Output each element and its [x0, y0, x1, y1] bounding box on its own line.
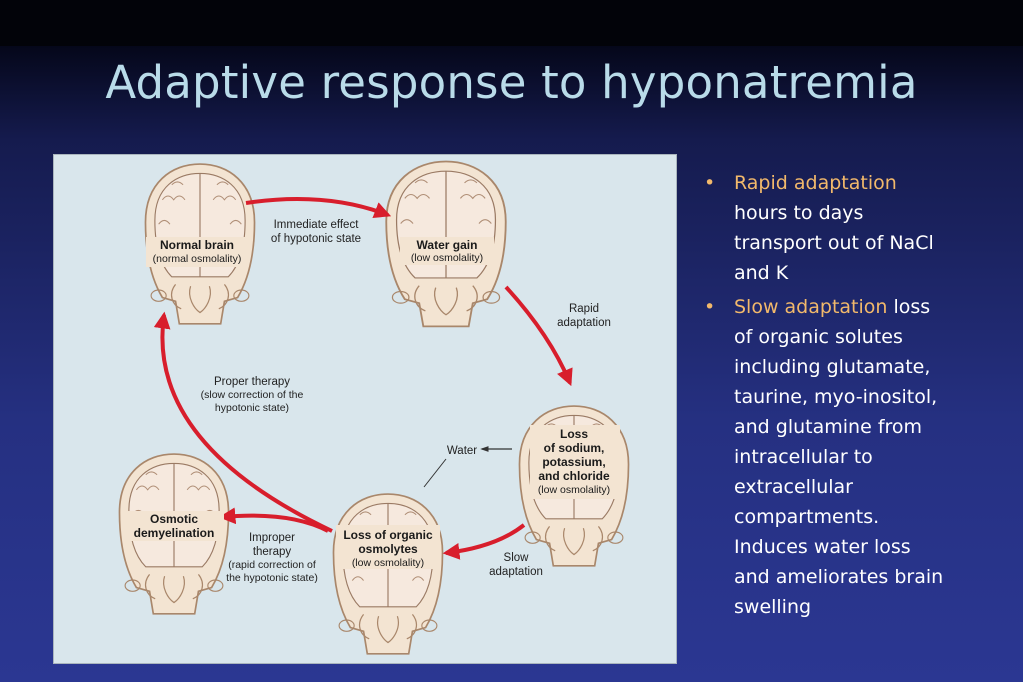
label-normal-brain: Normal brain (normal osmolality) — [146, 237, 248, 267]
bullet-line: including glutamate, — [734, 352, 1000, 382]
hyponatremia-diagram: Normal brain (normal osmolality) Water g… — [53, 154, 677, 664]
rapid-adaptation-heading: Rapid adaptation — [734, 172, 897, 194]
bullet-dot-icon: • — [704, 168, 715, 198]
improper-therapy-label-4: the hypotonic state) — [226, 572, 318, 584]
bullet-line: Induces water loss — [734, 532, 1000, 562]
immediate-effect-arrow — [246, 199, 388, 215]
improper-therapy-label-2: therapy — [253, 546, 292, 558]
water-pointer-line — [424, 459, 446, 487]
svg-text:(low osmolality): (low osmolality) — [352, 557, 424, 569]
water-label: Water — [447, 445, 477, 457]
bullet-line: and glutamine from — [734, 412, 1000, 442]
bullet-list: • Rapid adaptation hours to days transpo… — [700, 168, 1000, 626]
svg-text:(low osmolality): (low osmolality) — [411, 252, 483, 264]
svg-text:Osmotic: Osmotic — [150, 512, 198, 526]
rapid-adaptation-arrow — [506, 287, 570, 383]
slow-adaptation-label-1: Slow — [504, 552, 530, 564]
svg-text:Normal brain: Normal brain — [160, 238, 234, 252]
slow-adaptation-heading: Slow adaptation — [734, 296, 887, 318]
svg-text:Loss: Loss — [560, 427, 588, 441]
improper-therapy-label-1: Improper — [249, 532, 295, 544]
bullet-line: and K — [734, 258, 1000, 288]
proper-therapy-label-3: hypotonic state) — [215, 402, 289, 414]
bullet-line: taurine, myo-inositol, — [734, 382, 1000, 412]
svg-text:(normal osmolality): (normal osmolality) — [153, 253, 242, 265]
bullet-rapid-adaptation: • Rapid adaptation hours to days transpo… — [700, 168, 1000, 288]
slide-title: Adaptive response to hyponatremia — [0, 56, 1023, 109]
bullet-dot-icon: • — [704, 292, 715, 322]
diagram-canvas: Normal brain (normal osmolality) Water g… — [54, 155, 678, 665]
immediate-effect-label-2: of hypotonic state — [271, 233, 361, 245]
label-loss-organic: Loss of organic osmolytes (low osmolalit… — [336, 525, 440, 569]
slow-adaptation-label-2: adaptation — [489, 566, 543, 578]
bullet-line: and ameliorates brain — [734, 562, 1000, 592]
proper-therapy-label-1: Proper therapy — [214, 376, 290, 388]
label-water-gain: Water gain (low osmolality) — [400, 237, 494, 265]
svg-text:demyelination: demyelination — [134, 526, 215, 540]
slow-adaptation-arrow — [446, 525, 524, 553]
bullet-slow-adaptation: • Slow adaptation loss of organic solute… — [700, 292, 1000, 622]
brain-loss-organic-icon — [333, 494, 442, 654]
bullet-line: swelling — [734, 592, 1000, 622]
immediate-effect-label-1: Immediate effect — [274, 219, 360, 231]
svg-text:Water gain: Water gain — [417, 238, 478, 252]
bullet-line: of organic solutes — [734, 322, 1000, 352]
bullet-line: extracellular — [734, 472, 1000, 502]
bullet-line: intracellular to — [734, 442, 1000, 472]
top-band — [0, 0, 1023, 46]
bullet-line: compartments. — [734, 502, 1000, 532]
label-osmotic-demyelination: Osmotic demyelination — [124, 511, 224, 541]
svg-text:(low osmolality): (low osmolality) — [538, 484, 610, 496]
improper-therapy-arrow — [222, 516, 328, 531]
bullet-line: transport out of NaCl — [734, 228, 1000, 258]
slow-adaptation-tail: loss — [887, 296, 930, 318]
svg-text:potassium,: potassium, — [542, 455, 605, 469]
improper-therapy-label-3: (rapid correction of — [228, 559, 316, 571]
label-loss-ions: Loss of sodium, potassium, and chloride … — [530, 425, 620, 499]
bullet-line: hours to days — [734, 198, 1000, 228]
proper-therapy-label-2: (slow correction of the — [201, 389, 304, 401]
rapid-adaptation-label-1: Rapid — [569, 303, 599, 315]
svg-text:Loss of organic: Loss of organic — [343, 528, 433, 542]
svg-text:and chloride: and chloride — [538, 469, 610, 483]
svg-text:of sodium,: of sodium, — [544, 441, 605, 455]
svg-text:osmolytes: osmolytes — [358, 542, 418, 556]
rapid-adaptation-label-2: adaptation — [557, 317, 611, 329]
